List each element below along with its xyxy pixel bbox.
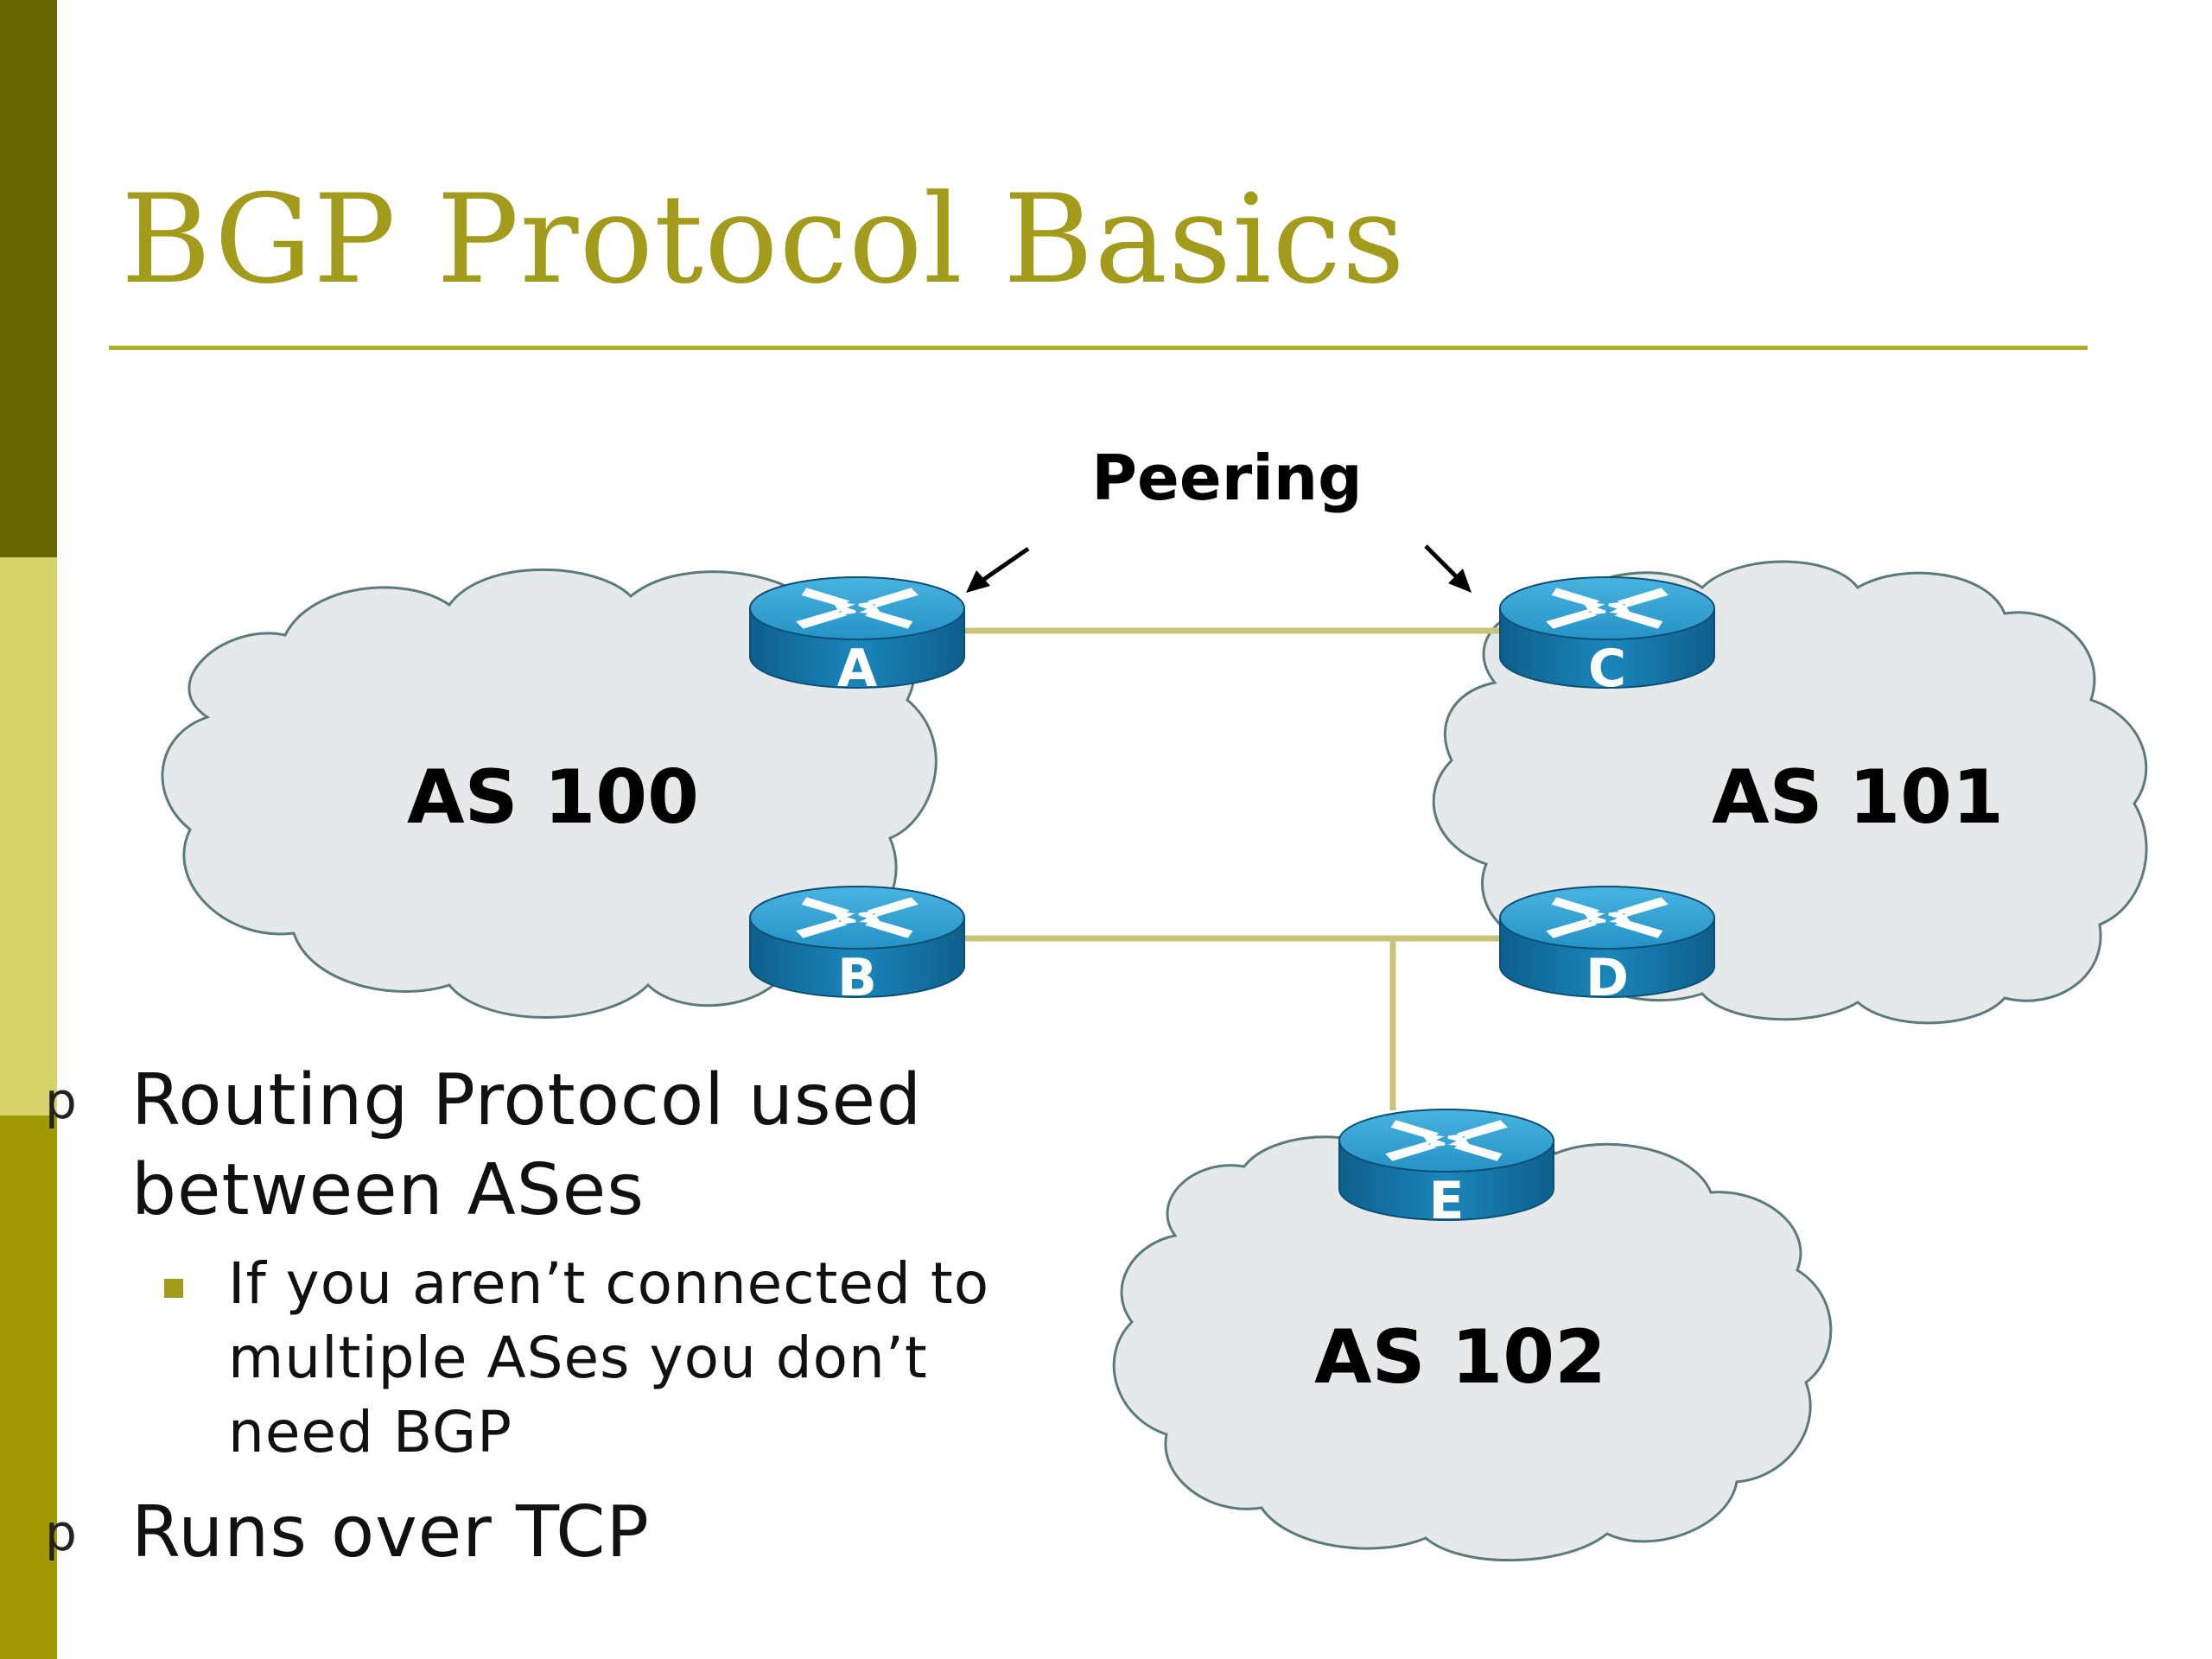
bullet-runs-over-tcp: Runs over TCP bbox=[131, 1491, 650, 1573]
title-divider bbox=[109, 346, 2088, 350]
link-b-d bbox=[959, 935, 1512, 946]
peering-arrow-right bbox=[1424, 544, 1471, 593]
router-label-c: C bbox=[1588, 639, 1626, 699]
sub-bullet-multiple-ases: If you aren’t connected to multiple ASes… bbox=[228, 1250, 990, 1465]
bullet-marker: p bbox=[45, 1071, 77, 1130]
link-a-c bbox=[959, 627, 1512, 639]
cloud-label-as101: AS 101 bbox=[1712, 754, 2004, 841]
router-label-e: E bbox=[1429, 1171, 1465, 1231]
peering-arrow-left bbox=[966, 546, 1030, 593]
router-label-b: B bbox=[837, 948, 877, 1008]
router-d: D bbox=[1498, 885, 1716, 1008]
router-label-a: A bbox=[837, 639, 878, 699]
router-label-d: D bbox=[1586, 948, 1629, 1008]
router-e: E bbox=[1338, 1108, 1555, 1231]
router-b: B bbox=[748, 885, 966, 1008]
link-bd-e bbox=[1389, 938, 1401, 1110]
router-c: C bbox=[1498, 575, 1716, 699]
slide-title: BGP Protocol Basics bbox=[121, 168, 1406, 311]
bullet-routing-protocol: Routing Protocol used between ASes bbox=[131, 1059, 923, 1231]
sub-bullet-marker bbox=[164, 1279, 183, 1298]
left-accent-bar-bottom bbox=[0, 1116, 57, 1659]
left-accent-bar-top bbox=[0, 0, 57, 557]
router-a: A bbox=[748, 575, 966, 699]
peering-label: Peering bbox=[1091, 442, 1362, 514]
left-accent-bar-middle bbox=[0, 557, 57, 1116]
bullet-marker: p bbox=[45, 1503, 77, 1562]
cloud-label-as100: AS 100 bbox=[407, 754, 699, 841]
cloud-as100: AS 100 bbox=[161, 568, 938, 1019]
cloud-as102: AS 102 bbox=[1112, 1129, 1833, 1562]
cloud-label-as102: AS 102 bbox=[1314, 1314, 1606, 1401]
